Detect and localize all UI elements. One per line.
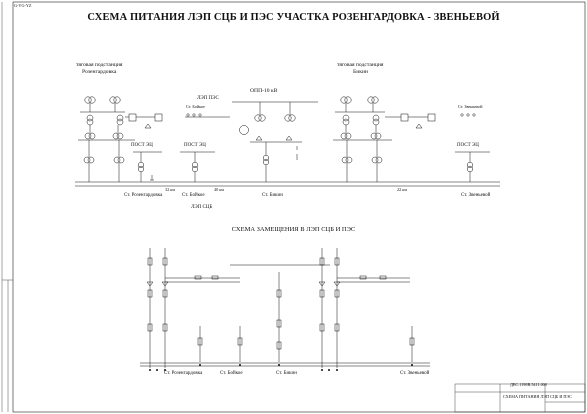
sheet-frame: [12, 1, 586, 413]
label-km-2: 40 км: [214, 187, 224, 192]
label-substation-left-2: Розенгардовка: [82, 69, 117, 75]
label-bottom-station-zvenevoy: Ст. Звеньевой: [400, 371, 430, 376]
label-post-ec-1: ПОСТ ЭЦ: [131, 143, 153, 148]
corner-code: G-VG-YZ: [14, 3, 32, 8]
opp-10kv: [232, 101, 318, 182]
label-substation-right-1: тяговая подстанция: [337, 62, 384, 68]
post-ec-zvenevoy: [455, 113, 490, 182]
label-station-bikin: Ст. Бикин: [262, 193, 283, 198]
label-station-boykoe: Ст. Бойкое: [182, 193, 205, 198]
label-bottom-station-boykoe: Ст. Бойкое: [220, 371, 243, 376]
substation-bikin: [333, 96, 436, 182]
label-km-1: 32 км: [165, 187, 175, 192]
label-lep-pes: ЛЭП ПЭС: [197, 96, 219, 101]
label-station-rozengardovka: Ст. Розенгардовка: [124, 193, 163, 198]
label-post-ec-3: ПОСТ ЭЦ: [457, 143, 479, 148]
substation-rozengardovka: [78, 96, 163, 182]
lep-lines: [75, 116, 500, 187]
title-block-lines: [454, 383, 586, 413]
label-substation-right-2: Бикин: [353, 69, 368, 75]
label-opp: ОПП-10 кВ: [250, 88, 278, 94]
label-station-zvenevoy: Ст. Звеньевой: [461, 193, 491, 198]
label-post-ec-2: ПОСТ ЭЦ: [184, 143, 206, 148]
post-ec-boykoe: [180, 113, 215, 182]
stamp-doc-title: СХЕМА ПИТАНИЯ ЛЭП СЦБ И ПЭС: [503, 394, 572, 399]
ground-dots: [149, 364, 413, 371]
page-title: СХЕМА ПИТАНИЯ ЛЭП СЦБ И ПЭС УЧАСТКА РОЗЕ…: [87, 12, 500, 23]
label-st-boykoe-small: Ст. Бойкое: [186, 104, 205, 109]
label-bottom-station-rozengardovka: Ст. Розенгардовка: [164, 371, 203, 376]
label-bottom-station-bikin: Ст. Бикин: [276, 371, 297, 376]
section-subtitle: СХЕМА ЗАМЕЩЕНИЯ В ЛЭП СЦБ И ПЭС: [231, 226, 356, 233]
stamp-code: ДЕС.1198В.5411.000: [510, 382, 547, 387]
label-km-3: 22 км: [397, 187, 407, 192]
label-lep-scb: ЛЭП СЦБ: [191, 205, 213, 210]
equivalent-circuit: [140, 248, 430, 368]
label-st-zvenevoy-small: Ст. Звеньевой: [458, 104, 483, 109]
post-ec-rozengardovka: [133, 151, 162, 182]
label-substation-left-1: тяговая подстанция: [76, 62, 123, 68]
